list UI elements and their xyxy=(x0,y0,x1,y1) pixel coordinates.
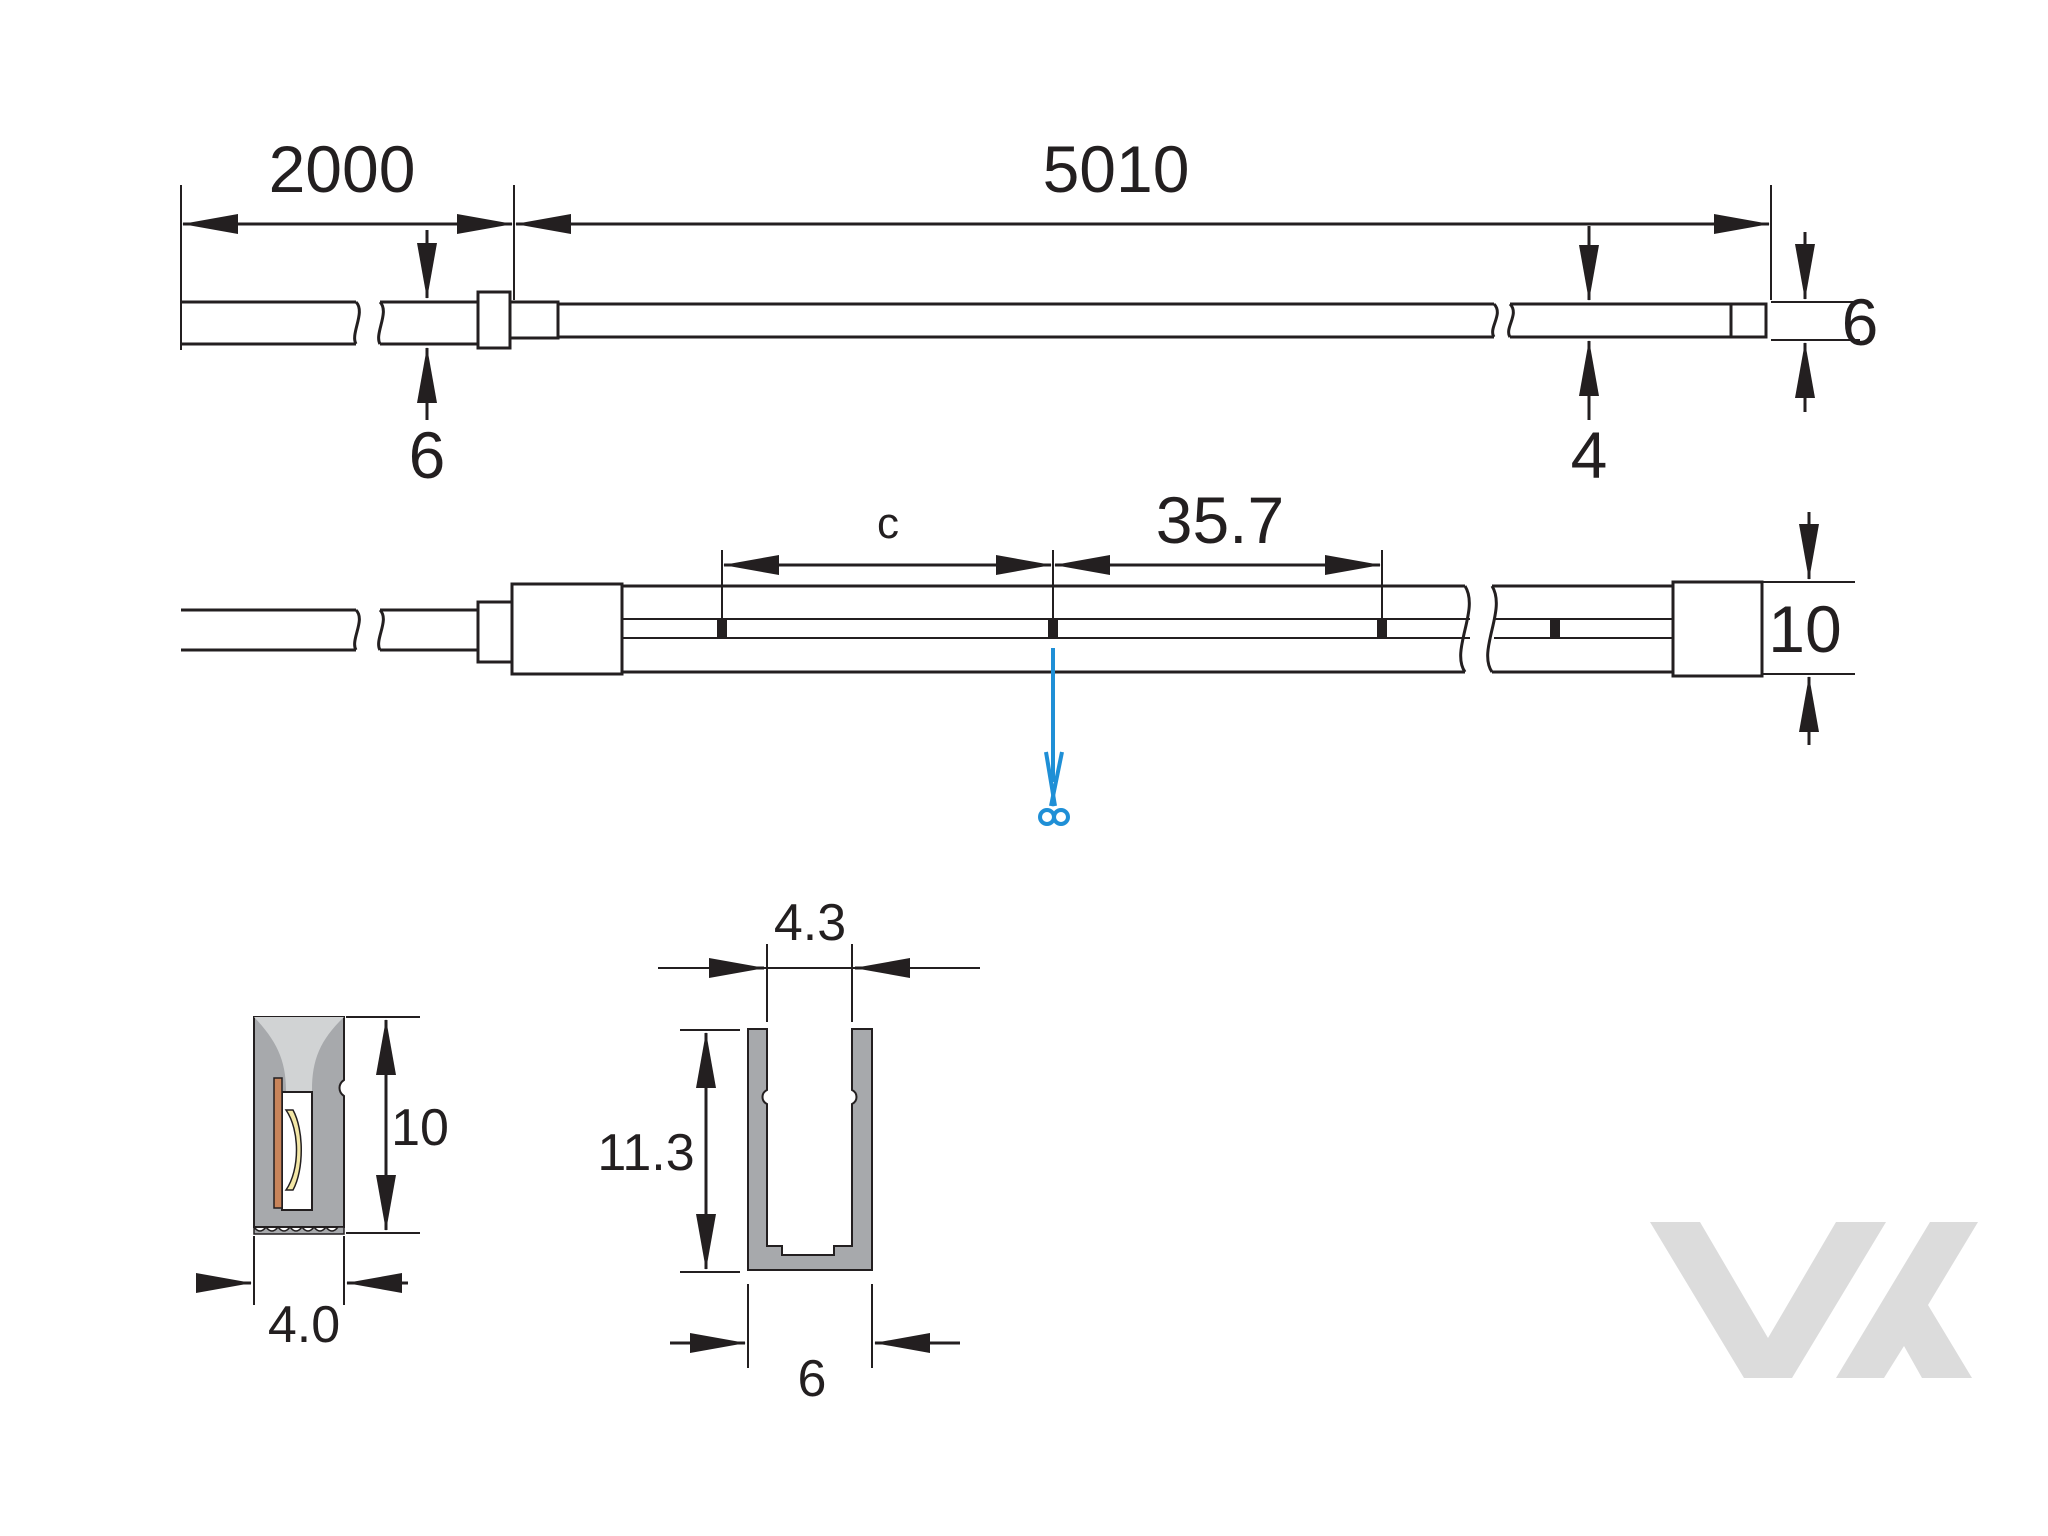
side-view: c 35.7 10 xyxy=(181,483,1855,826)
lead-diameter-label: 6 xyxy=(409,418,446,492)
side-end-cap xyxy=(1671,580,1764,678)
led xyxy=(1550,619,1560,638)
connector xyxy=(476,290,512,350)
side-height-label: 10 xyxy=(1768,592,1841,666)
section-height-label: 10 xyxy=(391,1099,449,1157)
channel-profile xyxy=(747,1028,873,1271)
strip-length-label: 5010 xyxy=(1043,132,1190,206)
led-pcb xyxy=(273,1077,283,1209)
channel-inner-width-label: 4.3 xyxy=(774,894,846,952)
section-width-label: 4.0 xyxy=(268,1296,340,1354)
strip-width-label: 4 xyxy=(1571,418,1608,492)
va-logo xyxy=(1650,1222,1978,1378)
end-cap-height-label: 6 xyxy=(1842,285,1879,359)
end-cap xyxy=(1729,302,1768,339)
led xyxy=(1377,619,1387,638)
led xyxy=(1048,619,1058,638)
led xyxy=(717,619,727,638)
side-connector xyxy=(510,582,624,676)
cut-interval-label: c xyxy=(877,499,899,548)
lead-length-label: 2000 xyxy=(269,132,416,206)
scissors-icon xyxy=(1038,751,1070,826)
mounting-channel: 4.3 11.3 6 xyxy=(597,894,980,1408)
segment-length-label: 35.7 xyxy=(1156,483,1284,557)
channel-height-label: 11.3 xyxy=(597,1124,694,1182)
channel-outer-width-label: 6 xyxy=(798,1350,827,1408)
cross-section: 10 4.0 xyxy=(196,1016,449,1354)
top-view: 2000 5010 6 4 6 xyxy=(180,132,1879,492)
